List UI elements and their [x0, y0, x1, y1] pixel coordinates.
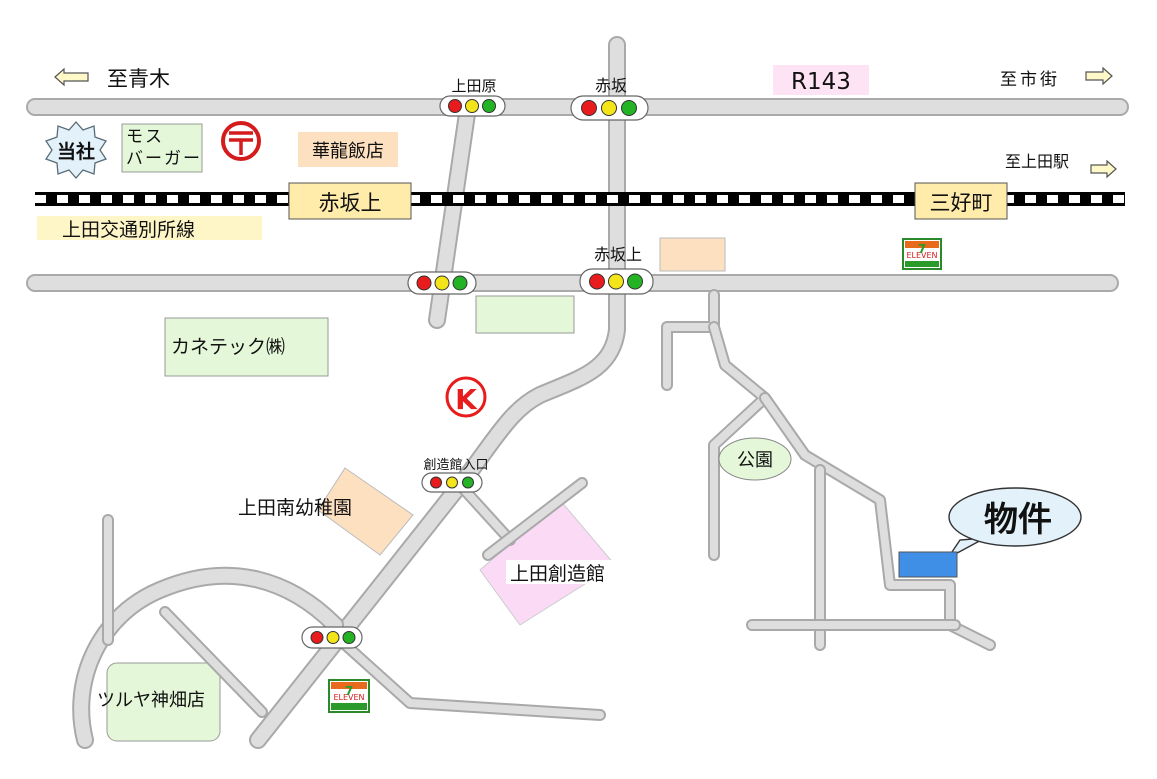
- route-number-badge: [773, 65, 869, 95]
- station-miyoshicho: 三好町: [930, 191, 993, 215]
- station-akasakaue: 赤坂上: [319, 191, 382, 215]
- svg-text:ELEVEN: ELEVEN: [906, 251, 937, 260]
- property-label: 物件: [984, 500, 1052, 540]
- arrow-left-icon: [54, 67, 89, 87]
- minor-roads: [102, 289, 996, 721]
- tsutaya-block: [106, 662, 221, 742]
- property-marker: [898, 551, 958, 578]
- station-akasakaue-badge: [288, 182, 412, 220]
- kindergarten-label: 上田南幼稚園: [238, 497, 352, 519]
- svg-text:K: K: [455, 383, 478, 416]
- post-office-icon: [221, 121, 261, 161]
- building-green-block: [475, 295, 575, 334]
- traffic-signal-south: [301, 626, 363, 649]
- direction-aoki: 至青木: [54, 67, 170, 91]
- signal-label-uedahara: 上田原: [451, 77, 496, 95]
- kanetech-label: カネテック㈱: [171, 336, 285, 358]
- seven-eleven-icon: ELEVEN 7: [328, 679, 370, 713]
- property-callout: 物件: [947, 487, 1082, 559]
- karyu-block: [298, 132, 398, 167]
- sozokan-label: 上田創造館: [510, 563, 605, 585]
- mos-burger-label-1: モス: [126, 127, 164, 147]
- seven-eleven-icon: ELEVEN 7: [902, 238, 942, 270]
- route-number: R143: [791, 69, 851, 95]
- traffic-signal-west: [407, 271, 477, 295]
- svg-text:7: 7: [345, 684, 353, 698]
- station-miyoshicho-badge: [914, 182, 1008, 220]
- park-label: 公園: [737, 450, 773, 471]
- svg-text:ELEVEN: ELEVEN: [333, 693, 364, 702]
- park-icon: [718, 437, 792, 481]
- direction-uedaeki: 至上田駅: [1005, 152, 1117, 179]
- office-marker: 当社: [45, 121, 107, 179]
- tsutaya-label: ツルヤ神畑店: [97, 690, 205, 711]
- signal-label-akasakaue: 赤坂上: [594, 245, 642, 264]
- circle-k-icon: K: [445, 376, 487, 418]
- mos-burger-block: [121, 123, 203, 173]
- railway-name: 上田交通別所線: [62, 219, 195, 241]
- star-burst-icon: [45, 121, 107, 179]
- kindergarten-block: [317, 467, 414, 556]
- direction-ichimachi-label: 至市街: [1000, 70, 1060, 90]
- signal-label-sozokan: 創造館入口: [423, 458, 488, 473]
- office-label: 当社: [57, 140, 95, 163]
- kanetech-block: [164, 317, 329, 377]
- traffic-signal-akasakaue: [579, 268, 654, 295]
- speech-bubble-icon: [948, 487, 1082, 547]
- traffic-signal-uedahara: [439, 95, 506, 117]
- karyu-label: 華龍飯店: [312, 141, 384, 162]
- sozokan-label-bg: [506, 560, 630, 584]
- arrow-right-icon: [1090, 159, 1117, 179]
- svg-text:7: 7: [918, 242, 926, 256]
- traffic-signal-akasaka: [570, 95, 649, 121]
- direction-ichimachi: 至市街: [1000, 66, 1113, 90]
- arrow-right-icon: [1085, 66, 1113, 86]
- building-orange-block: [659, 237, 726, 272]
- traffic-signal-sozokan: [421, 472, 483, 493]
- mos-burger-label-2: バーガー: [126, 149, 202, 169]
- signal-label-akasaka: 赤坂: [595, 76, 627, 95]
- direction-aoki-label: 至青木: [107, 67, 170, 91]
- railway-name-badge: [37, 216, 262, 240]
- direction-uedaeki-label: 至上田駅: [1005, 152, 1069, 171]
